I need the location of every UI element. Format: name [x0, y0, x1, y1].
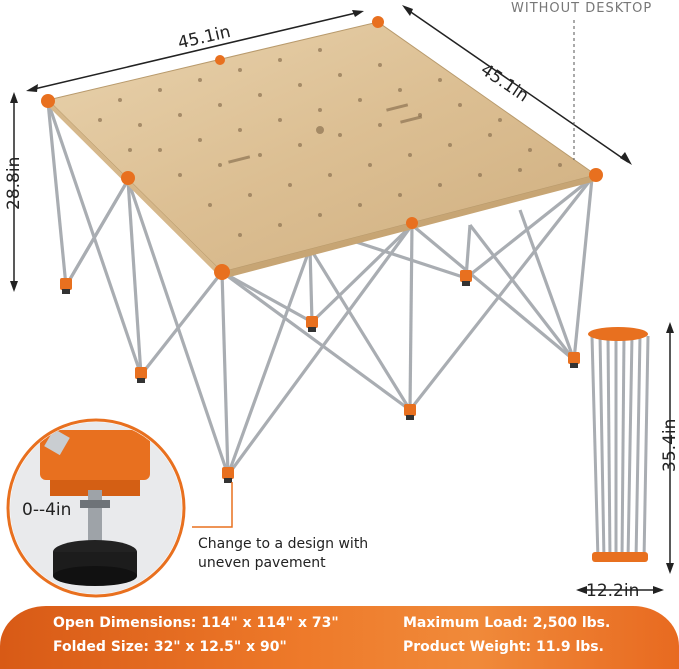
adjust-range-label: 0--4in: [22, 500, 72, 520]
product-weight-spec: Product Weight: 11.9 lbs.: [403, 639, 604, 655]
corner-caps: [41, 16, 603, 280]
folded-legs: [590, 335, 650, 561]
without-desktop-label: WITHOUT DESKTOP: [511, 1, 653, 16]
folded-size-spec: Folded Size: 32" x 12.5" x 90": [53, 639, 287, 655]
folded-width-label: 12.2in: [586, 581, 640, 601]
adjustable-foot-detail: [6, 418, 186, 598]
spec-banner: [0, 606, 679, 669]
tabletop-holes: [98, 48, 562, 237]
note-line-1: Change to a design with: [198, 536, 369, 552]
steel-legs: [46, 21, 594, 476]
height-label: 28.8in: [4, 156, 24, 210]
folded-height-label: 35.4in: [660, 418, 679, 472]
note-line-2: uneven pavement: [198, 555, 326, 571]
open-dimensions-spec: Open Dimensions: 114" x 114" x 73": [53, 615, 339, 631]
uneven-pavement-note: Change to a design with uneven pavement: [198, 535, 368, 573]
maximum-load-spec: Maximum Load: 2,500 lbs.: [403, 615, 611, 631]
tabletop-slots: [228, 103, 423, 164]
feet: [60, 270, 580, 483]
